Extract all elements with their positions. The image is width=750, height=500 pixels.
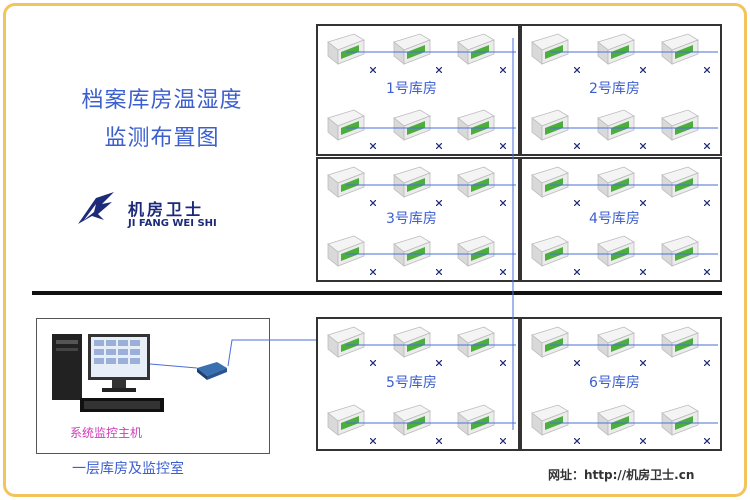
sensor-mark-icon: [573, 351, 581, 367]
sensor-mark-icon: [639, 191, 647, 207]
sensor-device-icon: [658, 325, 702, 359]
sensor-device-icon: [658, 234, 702, 268]
sensor-mark-icon: [369, 260, 377, 276]
sensor-device-icon: [594, 325, 638, 359]
sensor-device-icon: [528, 165, 572, 199]
website-url: 网址：http://机房卫士.cn: [548, 468, 695, 482]
sensor-mark-icon: [573, 429, 581, 445]
sensor-mark-icon: [369, 429, 377, 445]
sensor-device-icon: [390, 32, 434, 66]
sensor-device-icon: [454, 234, 498, 268]
sensor-device-icon: [324, 403, 368, 437]
sensor-device-icon: [658, 32, 702, 66]
control-room-box: [36, 318, 270, 454]
sensor-device-icon: [324, 234, 368, 268]
sensor-mark-icon: [573, 260, 581, 276]
sensor-device-icon: [324, 165, 368, 199]
sensor-device-icon: [454, 108, 498, 142]
brand-name-en: JI FANG WEI SHI: [128, 218, 217, 229]
sensor-device-icon: [528, 32, 572, 66]
network-converter-icon: [197, 362, 227, 380]
floor-label: 一层库房及监控室: [72, 461, 184, 477]
sensor-mark-icon: [499, 429, 507, 445]
sensor-mark-icon: [639, 260, 647, 276]
sensor-device-icon: [594, 108, 638, 142]
sensor-mark-icon: [499, 351, 507, 367]
sensor-device-icon: [528, 325, 572, 359]
sensor-device-icon: [390, 165, 434, 199]
sensor-mark-icon: [639, 429, 647, 445]
sensor-mark-icon: [369, 134, 377, 150]
sensor-device-icon: [658, 403, 702, 437]
sensor-mark-icon: [435, 58, 443, 74]
sensor-mark-icon: [703, 429, 711, 445]
sensor-mark-icon: [369, 191, 377, 207]
sensor-device-icon: [390, 108, 434, 142]
room-label: 2号库房: [589, 81, 640, 97]
diagram-title-line2: 监测布置图: [104, 126, 220, 151]
sensor-device-icon: [454, 165, 498, 199]
sensor-device-icon: [324, 108, 368, 142]
sensor-device-icon: [594, 32, 638, 66]
sensor-mark-icon: [369, 58, 377, 74]
sensor-mark-icon: [703, 58, 711, 74]
sensor-device-icon: [528, 234, 572, 268]
sensor-device-icon: [390, 403, 434, 437]
room-label: 6号库房: [589, 375, 640, 391]
sensor-mark-icon: [703, 351, 711, 367]
room-label: 4号库房: [589, 210, 640, 227]
sensor-mark-icon: [435, 429, 443, 445]
floor-divider: [32, 291, 722, 295]
sensor-mark-icon: [499, 134, 507, 150]
sensor-device-icon: [528, 108, 572, 142]
host-label: 系统监控主机: [70, 426, 143, 440]
sensor-device-icon: [594, 403, 638, 437]
sensor-device-icon: [658, 108, 702, 142]
room-label: 3号库房: [386, 210, 437, 227]
room-label: 1号库房: [386, 81, 437, 97]
sensor-device-icon: [390, 234, 434, 268]
brand-name-cn: 机房卫士: [128, 200, 205, 219]
sensor-device-icon: [528, 403, 572, 437]
room-label: 5号库房: [386, 375, 437, 391]
bird-logo-icon: [78, 192, 114, 224]
sensor-mark-icon: [499, 191, 507, 207]
sensor-mark-icon: [639, 351, 647, 367]
sensor-mark-icon: [703, 134, 711, 150]
sensor-device-icon: [390, 325, 434, 359]
diagram-title-line1: 档案库房温湿度: [81, 88, 243, 113]
sensor-mark-icon: [369, 351, 377, 367]
sensor-mark-icon: [573, 134, 581, 150]
sensor-mark-icon: [639, 58, 647, 74]
sensor-mark-icon: [639, 134, 647, 150]
sensor-mark-icon: [703, 260, 711, 276]
sensor-device-icon: [324, 32, 368, 66]
sensor-device-icon: [454, 403, 498, 437]
sensor-device-icon: [454, 325, 498, 359]
sensor-device-icon: [594, 234, 638, 268]
sensor-mark-icon: [499, 260, 507, 276]
sensor-mark-icon: [435, 191, 443, 207]
sensor-device-icon: [454, 32, 498, 66]
sensor-mark-icon: [435, 351, 443, 367]
sensor-mark-icon: [499, 58, 507, 74]
sensor-mark-icon: [573, 191, 581, 207]
sensor-device-icon: [658, 165, 702, 199]
sensor-mark-icon: [703, 191, 711, 207]
sensor-device-icon: [324, 325, 368, 359]
sensor-device-icon: [594, 165, 638, 199]
monitoring-host-computer: [52, 334, 164, 412]
sensor-mark-icon: [573, 58, 581, 74]
sensor-mark-icon: [435, 260, 443, 276]
sensor-mark-icon: [435, 134, 443, 150]
